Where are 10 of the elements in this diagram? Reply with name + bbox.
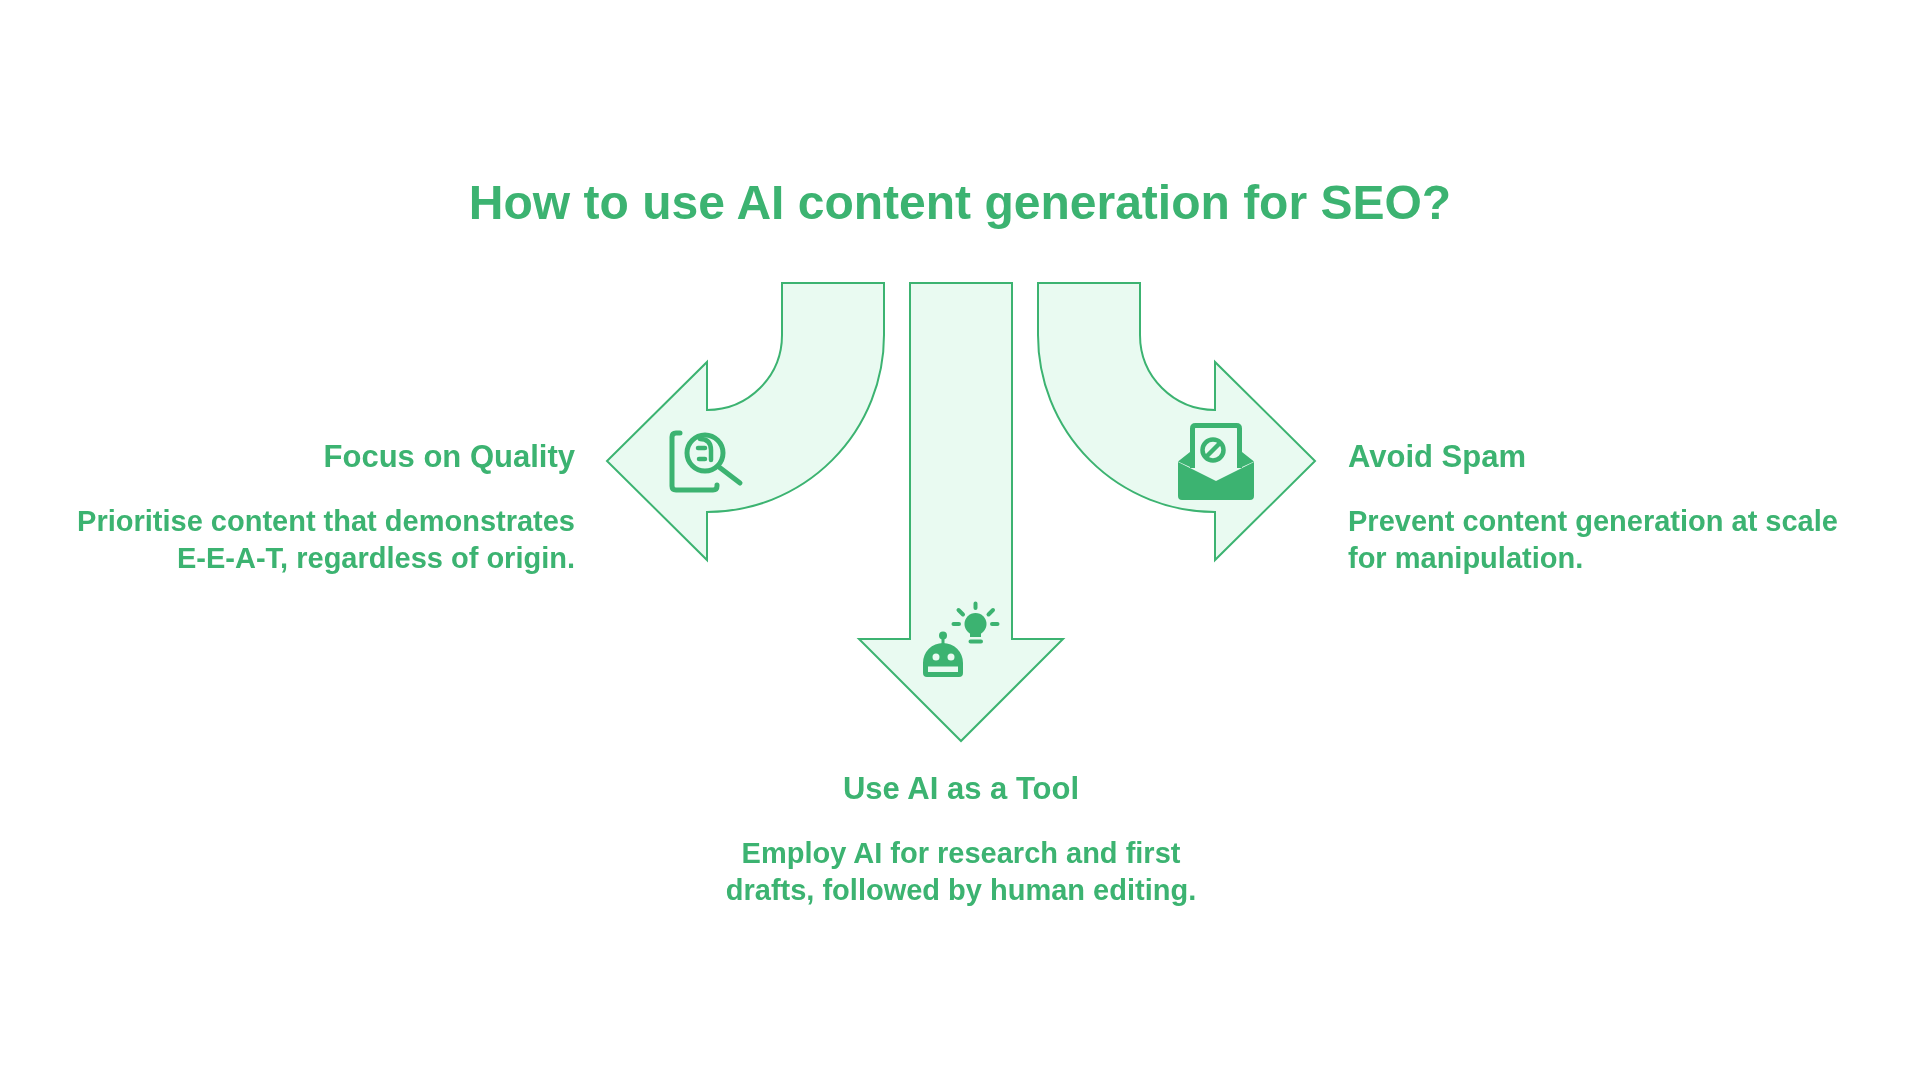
description: Prioritise content that demonstrates E-E-A-T, regardless of origin.	[76, 504, 575, 576]
heading: Avoid Spam	[1348, 438, 1526, 475]
description: Prevent content generation at scale for manipulation.	[1348, 504, 1839, 576]
down-arrow	[856, 282, 1066, 743]
heading: Focus on Quality	[323, 438, 575, 475]
description: Employ AI for research and first drafts, followed by human editing.	[724, 836, 1198, 908]
curved-arrow	[1037, 282, 1316, 561]
title: How to use AI content generation for SEO?	[468, 175, 1452, 231]
heading: Use AI as a Tool	[843, 770, 1079, 807]
curved-arrow	[606, 282, 885, 561]
